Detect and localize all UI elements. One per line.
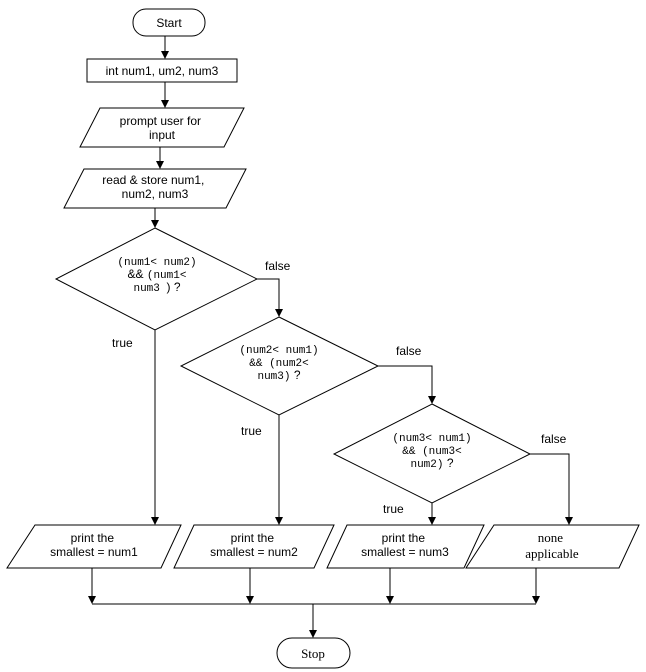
- stop-label: Stop: [301, 646, 325, 661]
- condition-text-segment: (num2< num1): [239, 345, 318, 357]
- start-terminal: [132, 8, 206, 37]
- read-label: read & store num1, num2, num3: [102, 173, 207, 201]
- prompt-label: prompt user for input: [120, 114, 205, 142]
- output-1-label: print the smallest = num1: [50, 531, 138, 559]
- condition-text-segment: num2): [410, 459, 443, 471]
- condition-text-segment: && (num2<: [249, 358, 308, 370]
- condition-text-segment: num3): [257, 371, 290, 383]
- output-smallest-num3: [326, 524, 485, 569]
- output-3-label-line: print the: [382, 531, 426, 545]
- prompt-label-line: prompt user for: [120, 114, 201, 128]
- output-3-label: print the smallest = num3: [361, 531, 449, 559]
- decision-1-false-label: false: [265, 259, 291, 273]
- condition-text-segment: && (num3<: [402, 446, 461, 458]
- decision-3-true-label: true: [383, 502, 404, 516]
- output-smallest-num1: [6, 524, 182, 569]
- output-none-applicable: [465, 524, 640, 569]
- condition-text-segment: &&: [128, 267, 147, 281]
- decision-1-true-label: true: [112, 336, 133, 350]
- output-1-label-line: print the: [71, 531, 115, 545]
- decision-3-false-label: false: [541, 432, 567, 446]
- decision-2-true-label: true: [241, 424, 262, 438]
- decision-1-condition: (num1< num2)&& (num1<num3 ) ?: [117, 257, 196, 295]
- stop-terminal: [276, 637, 351, 669]
- output-2-label: print the smallest = num2: [210, 531, 298, 559]
- condition-text-segment: ?: [291, 368, 301, 382]
- decision-2-false-label: false: [396, 344, 422, 358]
- connector-decision-1-false: [257, 278, 283, 317]
- condition-text-segment: ?: [444, 456, 454, 470]
- output-smallest-num2: [173, 524, 335, 569]
- read-label-line: read & store num1,: [102, 173, 204, 187]
- declare-label: int num1, um2, num3: [106, 64, 219, 78]
- output-4-label: none applicable: [525, 530, 579, 561]
- connector-decision-2-false: [378, 365, 436, 404]
- condition-text-segment: (num1<: [147, 270, 187, 282]
- condition-text-segment: ) ?: [167, 280, 181, 294]
- decision-3-condition: (num3< num1)&& (num3<num2) ?: [392, 433, 471, 471]
- prompt-input-parallelogram: [79, 107, 245, 148]
- condition-text-segment: (num1< num2): [117, 257, 196, 269]
- output-2-label-line: smallest = num2: [210, 545, 298, 559]
- output-2-label-line: print the: [231, 531, 275, 545]
- output-3-label-line: smallest = num3: [361, 545, 449, 559]
- output-1-label-line: smallest = num1: [50, 545, 138, 559]
- connector-decision-3-false: [530, 453, 573, 525]
- read-input-parallelogram: [63, 168, 247, 209]
- output-4-label-line: none: [538, 530, 564, 545]
- start-label: Start: [156, 16, 182, 30]
- read-label-line: num2, num3: [122, 187, 189, 201]
- condition-text-segment: num3: [133, 283, 166, 295]
- prompt-label-line: input: [149, 128, 176, 142]
- condition-text-segment: (num3< num1): [392, 433, 471, 445]
- declare-process-box: [86, 58, 238, 83]
- decision-2-condition: (num2< num1)&& (num2<num3) ?: [239, 345, 318, 383]
- output-4-label-line: applicable: [525, 546, 579, 561]
